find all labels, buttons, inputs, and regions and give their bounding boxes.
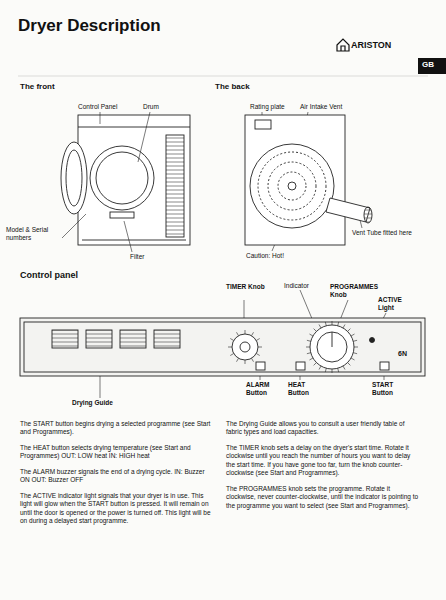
- description-paragraph: The PROGRAMMES knob sets the programme. …: [226, 485, 420, 510]
- model-mark: 6N: [398, 350, 418, 358]
- brand-logo: [337, 39, 349, 51]
- language-tab: [418, 58, 446, 74]
- description-paragraph: The Drying Guide allows you to consult a…: [226, 420, 420, 437]
- control-label: TIMER Knob: [226, 283, 266, 291]
- control-label: Indicator: [284, 282, 324, 290]
- control-label: ALARM Button: [246, 381, 280, 397]
- part-label: Caution: Hot!: [246, 252, 316, 260]
- section-heading: The back: [215, 82, 295, 92]
- description-paragraph: The ALARM buzzer signals the end of a dr…: [20, 468, 214, 485]
- part-label: Rating plate: [250, 103, 298, 111]
- description-paragraph: The START button begins drying a selecte…: [20, 420, 214, 437]
- dial-ticks: [228, 321, 358, 373]
- part-label: Model & Serial numbers: [6, 226, 68, 242]
- part-label: Vent Tube fitted here: [352, 229, 440, 237]
- section-heading: The front: [20, 82, 100, 92]
- part-label: Air Intake Vent: [300, 103, 370, 111]
- description-paragraph: The TIMER knob sets a delay on the dryer…: [226, 444, 420, 478]
- control-label: Drying Guide: [72, 399, 132, 407]
- control-label: HEAT Button: [288, 381, 322, 397]
- control-panel: [20, 318, 425, 376]
- language-tag: GB: [422, 60, 444, 70]
- part-label: Control Panel: [78, 103, 138, 111]
- description-paragraph: The HEAT button selects drying temperatu…: [20, 444, 214, 461]
- front-dryer: [61, 115, 190, 245]
- part-label: Drum: [143, 103, 183, 111]
- control-label: START Button: [372, 381, 412, 397]
- brand-name: ARISTON: [351, 40, 421, 51]
- page-title: Dryer Description: [18, 16, 161, 36]
- part-label: Filter: [130, 253, 170, 261]
- control-label: ACTIVE Light: [378, 296, 418, 312]
- section-heading: Control panel: [20, 270, 110, 281]
- back-dryer: [245, 115, 372, 245]
- description-paragraph: The ACTIVE indicator light signals that …: [20, 492, 214, 526]
